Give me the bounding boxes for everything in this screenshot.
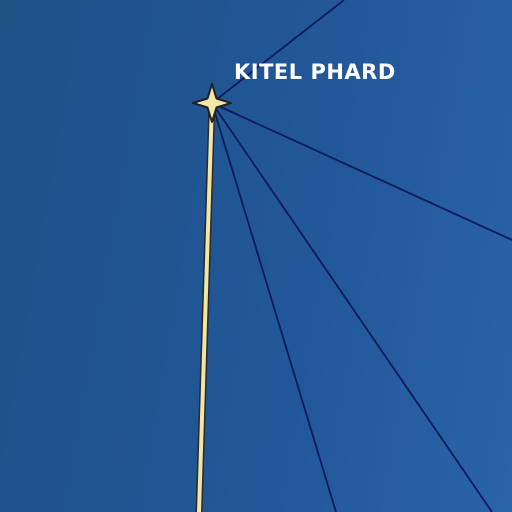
hyperlane-route[interactable] (211, 102, 512, 241)
hyperlane-routes (211, 0, 512, 512)
active-route[interactable] (195, 99, 216, 512)
hyperlane-route[interactable] (211, 102, 493, 512)
hyperlane-route[interactable] (211, 0, 345, 104)
hyperlane-route[interactable] (211, 102, 337, 512)
system-name-label[interactable]: KITEL PHARD (234, 60, 396, 84)
star-icon[interactable] (192, 83, 232, 123)
